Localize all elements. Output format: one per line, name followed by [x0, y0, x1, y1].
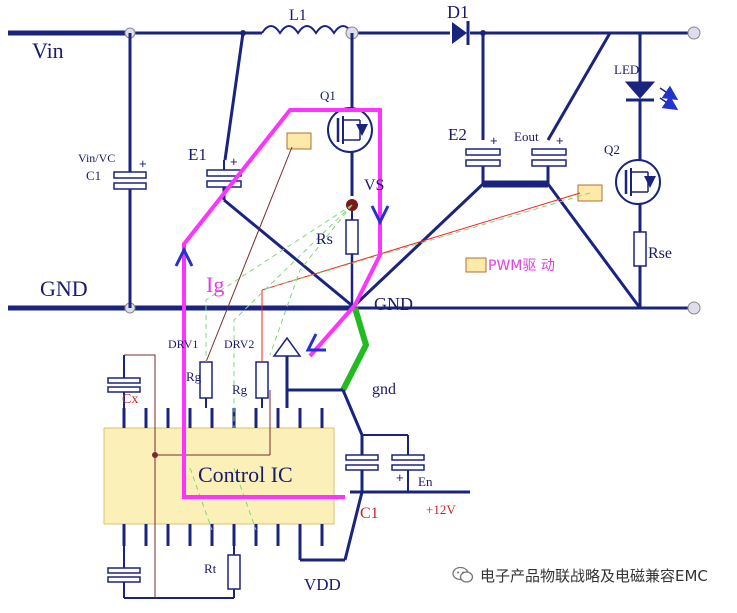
label-rg1: Rg [186, 369, 202, 384]
brown-wires [124, 354, 271, 598]
label-c1-bottom: C1 [360, 505, 379, 522]
current-direction-arrows [174, 205, 390, 352]
inductor-l1 [261, 25, 353, 35]
label-control-ic: Control IC [198, 462, 293, 487]
resistor-rg1 [199, 361, 213, 408]
ground-triangle-icon [272, 336, 302, 357]
capacitor-bottom-left [107, 546, 234, 599]
gnd-local-wires [285, 356, 364, 436]
label-eout: Eout [514, 129, 539, 144]
label-vdd: VDD [304, 575, 341, 594]
mosfet-q2 [615, 159, 661, 232]
plus-sign: + [396, 470, 404, 485]
capacitor-c1-ic [298, 434, 470, 562]
gate-wire-q2 [261, 192, 581, 291]
watermark-text: 电子产品物联战略及电磁兼容EMC [480, 566, 708, 585]
resistor-rse [546, 183, 647, 309]
label-gnd-center: GND [374, 294, 413, 314]
mosfet-q1 [327, 33, 373, 196]
label-c1-top: C1 [86, 168, 101, 183]
label-cx: Cx [122, 392, 138, 407]
diode-d1 [452, 21, 470, 45]
label-l1: L1 [289, 7, 307, 24]
label-drv1: DRV1 [168, 337, 198, 351]
gate-wire-q1 [205, 146, 293, 363]
dashed-green-traces [189, 192, 591, 531]
label-gnd-left: GND [40, 276, 88, 301]
capacitor-cx [107, 355, 141, 408]
pwm-legend: PWM驱 动 [465, 257, 555, 274]
return-wire [353, 182, 485, 307]
label-e1: E1 [188, 145, 207, 164]
label-led: LED [614, 62, 639, 77]
label-en: En [418, 474, 433, 489]
label-q1: Q1 [320, 88, 336, 103]
label-d1: D1 [447, 2, 469, 22]
led [624, 33, 679, 160]
gate-box-q1 [286, 132, 312, 150]
ic-pins-bottom [122, 524, 324, 546]
label-12v: +12V [426, 502, 456, 517]
capacitor-e2 [465, 33, 501, 184]
resistor-rs [345, 211, 359, 305]
label-vin-vc: Vin/VC [78, 151, 115, 165]
plus-sign: + [490, 133, 498, 148]
ic-pins-top [122, 408, 324, 428]
label-gnd-lower: gnd [372, 381, 396, 398]
text-labels: Vin GND L1 D1 LED Q1 Q2 E1 E2 Eout Vin/V… [32, 2, 672, 594]
resistor-rt [227, 546, 241, 598]
plus-sign: + [556, 133, 564, 148]
label-pwm: PWM驱 动 [488, 258, 555, 274]
control-ic [103, 427, 335, 525]
wechat-icon [452, 566, 474, 583]
plus-sign: + [139, 156, 147, 171]
label-drv2: DRV2 [224, 337, 254, 351]
magenta-current-loop [182, 108, 382, 499]
label-rse: Rse [648, 245, 672, 262]
capacitor-e1 [206, 32, 356, 310]
junction-dot [152, 452, 158, 458]
plus-sign: + [230, 154, 238, 169]
label-ig: Ig [206, 272, 224, 297]
capacitor-c1-input [113, 33, 147, 308]
label-vs: VS [364, 177, 384, 194]
label-rt: Rt [204, 561, 217, 576]
resistor-rg2 [255, 361, 269, 408]
gnd-green-trace [340, 307, 370, 392]
label-rs: Rs [316, 231, 333, 248]
label-q2: Q2 [604, 142, 620, 157]
label-vin: Vin [32, 38, 64, 63]
capacitor-eout [531, 32, 612, 184]
watermark: 电子产品物联战略及电磁兼容EMC [452, 562, 708, 588]
label-rg2: Rg [232, 382, 248, 397]
label-e2: E2 [448, 125, 467, 144]
